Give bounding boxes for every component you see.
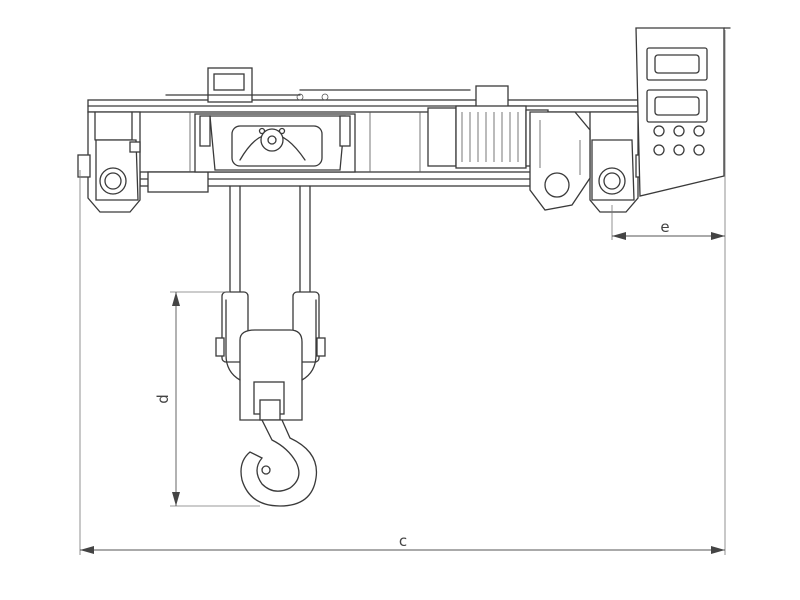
crane-hook: [240, 419, 318, 507]
dimension-c-label: c: [399, 532, 407, 550]
dimension-d-label: d: [154, 394, 172, 404]
top-limit-box: [165, 67, 471, 103]
control-panel: [635, 27, 731, 197]
hoist-ropes: [229, 185, 311, 293]
left-end-carriage: [77, 111, 141, 213]
dimension-e-label: e: [660, 218, 669, 236]
dimension-extension-lines: [79, 30, 726, 555]
right-end-carriage: [589, 111, 647, 213]
hook-block: [215, 291, 326, 421]
dimension-c: c: [80, 532, 725, 554]
rope-drum-trolley: [194, 113, 356, 173]
dimension-e: e: [612, 218, 725, 240]
dimension-d: d: [154, 292, 180, 506]
gear-box: [529, 111, 591, 211]
